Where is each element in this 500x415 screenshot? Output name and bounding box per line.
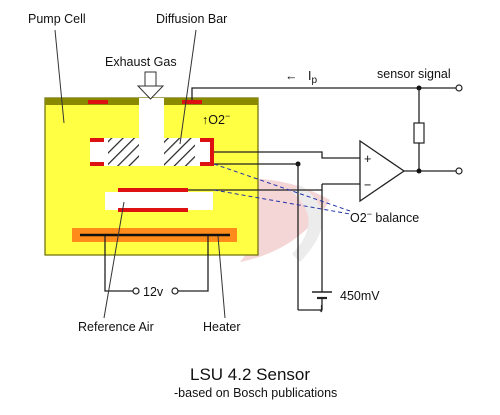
wire-heater-left [104, 236, 133, 292]
o2-balance-label: O2− balance [350, 209, 419, 225]
op-amp [359, 139, 406, 203]
inner-electrode-top-right [200, 138, 214, 142]
exhaust-gas-label: Exhaust Gas [105, 55, 177, 69]
pump-electrode-top-right [182, 100, 202, 104]
o2-balance-sup: − [367, 209, 372, 219]
terminal-bottom [455, 167, 463, 175]
leader-diffusion-bar [179, 29, 197, 145]
reference-air-label: Reference Air [78, 320, 154, 334]
ip-arrow-icon: ← [285, 69, 298, 83]
sensor-signal-label: sensor signal [377, 67, 451, 81]
wire-heater-right [178, 236, 209, 292]
voltage-450mv-label: 450mV [340, 289, 380, 303]
inner-electrode-bottom-right [200, 162, 214, 166]
pump-cell-label: Pump Cell [28, 12, 86, 26]
balance-dash-2 [213, 189, 351, 215]
diffusion-barrier-right [164, 138, 195, 166]
nernst-electrode-lower [118, 208, 188, 212]
opamp-minus-label: − [364, 178, 371, 192]
diagram-subtitle: -based on Bosch publications [174, 386, 337, 400]
terminal-12v-right [171, 287, 179, 295]
wire-chamber-down [214, 163, 299, 310]
voltage-12v-label: 12v [143, 285, 164, 299]
diagram-title: LSU 4.2 Sensor [190, 365, 310, 384]
o2-pump-sup: − [225, 111, 230, 121]
nernst-electrode-upper [118, 188, 188, 192]
diffusion-bar-label: Diffusion Bar [156, 12, 227, 26]
ip-subscript: p [311, 75, 317, 86]
terminal-top [455, 84, 463, 92]
wire-plus-input [214, 151, 360, 159]
top-layer-right [164, 98, 258, 105]
o2-pump-label: ↑O2− [202, 111, 230, 127]
balance-dash-1 [213, 163, 351, 212]
reference-air-channel [105, 192, 213, 210]
leader-pump-cell [54, 29, 65, 124]
junction-out [416, 168, 422, 174]
leader-reference-air [103, 201, 125, 319]
opamp-plus-label: + [364, 152, 371, 166]
leader-heater [217, 235, 226, 319]
wire-top [191, 87, 459, 100]
inner-electrode-bottom-left [90, 162, 104, 166]
exhaust-arrow-icon [136, 71, 165, 100]
terminal-12v-left [132, 287, 140, 295]
ip-label: Ip [308, 69, 317, 86]
feedback-resistor [413, 122, 425, 144]
pump-electrode-top-left [88, 100, 108, 104]
inner-electrode-top-left [90, 138, 104, 142]
heater-label: Heater [203, 320, 241, 334]
electrode-right-side [210, 138, 214, 166]
diffusion-barrier-left [108, 138, 139, 166]
battery-arrow-icon: ↓ [318, 301, 324, 315]
exhaust-channel [139, 98, 164, 138]
